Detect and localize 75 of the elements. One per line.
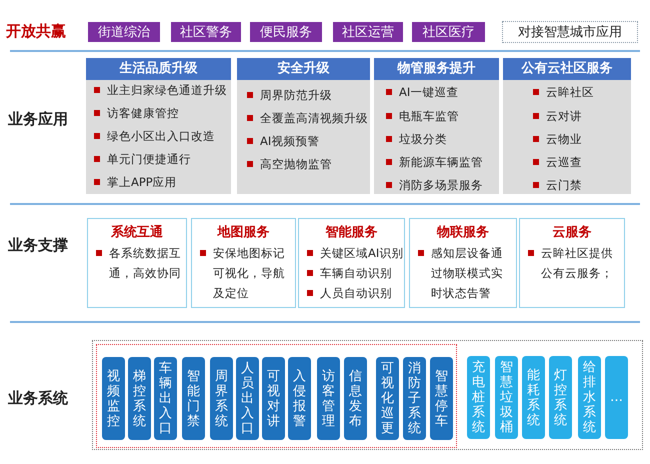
dotted-tag: 对接智慧城市应用 [502, 21, 638, 43]
system-bar: 给排水系统 [578, 356, 601, 439]
system-bar: 能耗系统 [522, 356, 545, 439]
category-tag: 社区警务 [171, 22, 241, 42]
card-title: 物联服务 [436, 224, 490, 241]
system-bar: 信息发布 [344, 357, 367, 440]
service-card [298, 218, 405, 308]
bullet-item: AI一键巡查 [384, 85, 458, 99]
system-bar: 可视化巡更 [376, 357, 399, 440]
bullet-item: 单元门便捷通行 [92, 152, 191, 166]
app-card [86, 58, 231, 194]
card-header: 物管服务提升 [374, 58, 499, 80]
card-header: 生活品质升级 [86, 58, 231, 80]
bullet-item: 消防多场景服务 [384, 178, 483, 192]
bullet-item: 安保地图标记可视化，导航及定位 [198, 243, 288, 303]
service-card [519, 218, 625, 308]
layer-label: 业务系统 [8, 389, 68, 408]
bullet-item: 云巡查 [531, 155, 582, 169]
service-card [87, 218, 187, 308]
system-bar: 灯控系统 [549, 356, 572, 439]
group-frame [96, 344, 457, 448]
service-card [191, 218, 296, 308]
category-tag: 社区运营 [333, 22, 403, 42]
bullet-item: 云眸社区 [531, 85, 594, 99]
card-title: 智能服务 [324, 224, 378, 241]
bullet-item: 业主归家绿色通道升级 [92, 83, 227, 97]
bullet-item: 周界防范升级 [245, 88, 332, 102]
layer-label: 业务支撑 [8, 236, 68, 255]
system-bar: 梯控系统 [128, 357, 151, 440]
bullet-item: 关键区域AI识别 [305, 243, 404, 263]
bullet-item: 人员自动识别 [305, 283, 392, 303]
bullet-item: 电瓶车监管 [384, 109, 459, 123]
system-bar: 视频监控 [102, 357, 125, 440]
system-bar: 入侵报警 [288, 357, 311, 440]
bullet-item: AI视频预警 [245, 134, 320, 148]
bullet-item: 云物业 [531, 132, 582, 146]
system-bar: 车辆出入口 [154, 357, 177, 440]
bullet-item: 云眸社区提供公有云服务； [526, 243, 616, 283]
app-card [503, 58, 631, 194]
bullet-item: 各系统数据互通，高效协同 [94, 243, 184, 283]
bullet-item: 全覆盖高清视频升级 [245, 111, 368, 125]
card-header: 公有云社区服务 [503, 58, 631, 80]
bullet-item: 垃圾分类 [384, 132, 447, 146]
layer-label: 开放共赢 [6, 22, 66, 41]
bullet-item: 掌上APP应用 [92, 175, 177, 189]
bullet-item: 感知层设备通过物联模式实时状态告警 [416, 243, 511, 303]
bullet-item: 云对讲 [531, 109, 582, 123]
bullet-item: 高空抛物监管 [245, 157, 332, 171]
card-header: 安全升级 [237, 58, 370, 80]
bullet-item: 新能源车辆监管 [384, 155, 483, 169]
system-bar: 智慧垃圾桶 [495, 356, 518, 439]
bullet-item: 访客健康管控 [92, 106, 179, 120]
card-title: 系统互通 [110, 224, 164, 241]
category-tag: 社区医疗 [412, 22, 485, 42]
system-panel [92, 340, 643, 450]
system-bar: 访客管理 [317, 357, 340, 440]
category-tag: 街道综治 [88, 22, 160, 42]
system-bar: … [605, 356, 628, 439]
system-bar: 周界系统 [210, 357, 233, 440]
system-bar: 智能门禁 [182, 357, 205, 440]
system-bar: 可视对讲 [262, 357, 285, 440]
system-bar: 人员出入口 [236, 357, 259, 440]
bullet-item: 云门禁 [531, 178, 582, 192]
app-card [374, 58, 499, 194]
service-card [409, 218, 517, 308]
system-bar: 消防子系统 [403, 357, 426, 440]
card-title: 地图服务 [216, 224, 270, 241]
bullet-item: 车辆自动识别 [305, 263, 392, 283]
system-bar: 充电桩系统 [467, 356, 490, 439]
bullet-item: 绿色小区出入口改造 [92, 129, 215, 143]
category-tag: 便民服务 [250, 22, 322, 42]
layer-label: 业务应用 [8, 110, 68, 129]
card-title: 云服务 [552, 224, 592, 241]
system-bar: 智慧停车 [430, 357, 453, 440]
app-card [237, 58, 370, 194]
